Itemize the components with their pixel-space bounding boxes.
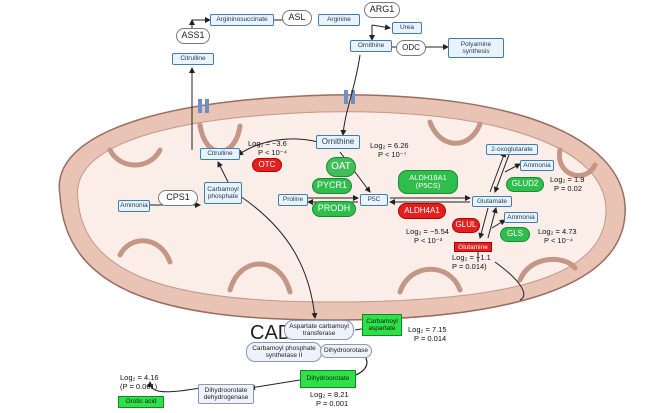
ammonia-right-bottom-node: Ammonia xyxy=(504,212,538,223)
transporter-right-2 xyxy=(351,90,355,104)
orotic-p: (P = 0.001) xyxy=(120,382,158,391)
transporter-left xyxy=(198,99,202,113)
ammonia-left-node: Ammonia xyxy=(118,200,150,212)
carbamoyl-phosphate-synthetase-ii: Carbamoyl phosphate synthetase II xyxy=(246,342,322,362)
oat-log2: Log₂ = 6.26 xyxy=(370,141,409,150)
gls-log2: Log₂ = 4.73 xyxy=(538,227,577,236)
otc-enzyme: OTC xyxy=(252,158,282,172)
dihydroorotate-node: Dihydroorotate xyxy=(300,370,356,388)
aldh4a1-enzyme: ALDH4A1 xyxy=(398,203,446,219)
ornithine-cytosol-node: Ornithine xyxy=(350,40,392,52)
odc-enzyme: ODC xyxy=(396,40,426,56)
asl-enzyme: ASL xyxy=(282,10,312,26)
carbasp-log2: Log₂ = 7.15 xyxy=(408,325,447,334)
prodh-enzyme: PRODH xyxy=(312,201,356,217)
aldh18a1-enzyme: ALDH18A1 (P5CS) xyxy=(398,170,458,194)
aspartate-carbamoyl-transferase: Aspartate carbamoyl transferase xyxy=(284,320,354,340)
ass1-enzyme: ASS1 xyxy=(176,28,210,44)
glutamate-node: Glutamate xyxy=(472,196,512,207)
ammonia-right-top-node: Ammonia xyxy=(520,160,554,171)
glul-enzyme: GLUL xyxy=(452,218,480,233)
urea-node: Urea xyxy=(392,22,422,34)
oxoglutarate-node: 2-oxoglutarate xyxy=(486,144,538,155)
carbasp-p: P = 0.014 xyxy=(414,334,447,343)
dihydroorotase: Dihydroorotase xyxy=(320,344,372,358)
cps1-enzyme: CPS1 xyxy=(158,190,198,206)
argininosuccinate-node: Argininosuccinate xyxy=(210,14,274,26)
dihydro-log2: Log₂ = 8.21 xyxy=(310,390,349,399)
dihydro-p: P = 0.001 xyxy=(316,399,349,408)
carbamoyl-phosphate-node: Carbamoyl phosphate xyxy=(204,182,242,204)
otc-log2: Log₂ = −3.6 xyxy=(248,139,287,148)
orotic-log2: Log₂ = 4.16 xyxy=(120,373,159,382)
dhodh-node: Dihydroorotate dehydrogenase xyxy=(198,384,254,404)
glul-log2: Log₂ = −1.1 xyxy=(452,253,491,262)
glud2-log2: Log₂ = 1.9 xyxy=(550,175,585,184)
ornithine-mito-node: Ornithine xyxy=(316,135,360,149)
p5c-node: P5C xyxy=(360,194,388,206)
carbamoyl-aspartate-node: Carbamoyl aspartate xyxy=(362,314,402,336)
arg1-enzyme: ARG1 xyxy=(364,2,400,18)
oat-p: P < 10⁻⁷ xyxy=(378,150,407,159)
cad-label: CAD xyxy=(250,322,293,344)
glud2-enzyme: GLUD2 xyxy=(506,177,544,192)
orotic-acid-node: Orotic acid xyxy=(118,396,164,408)
proline-node: Proline xyxy=(278,194,308,206)
oat-enzyme: OAT xyxy=(326,157,356,177)
aldh4a1-p: P < 10⁻³ xyxy=(414,236,443,245)
glud2-p: P = 0.02 xyxy=(554,184,583,193)
pycr1-enzyme: PYCR1 xyxy=(312,178,352,194)
citrulline-cytosol-node: Citrulline xyxy=(172,53,214,65)
polyamine-synthesis-node: Polyamine synthesis xyxy=(448,38,504,58)
transporter-right xyxy=(344,90,348,104)
glutamine-node: Glutamine xyxy=(454,242,492,252)
citrulline-mito-node: Citrulline xyxy=(200,148,240,160)
aldh4a1-log2: Log₂ = −5.54 xyxy=(406,227,449,236)
arginine-node: Arginine xyxy=(318,14,360,26)
gls-enzyme: GLS xyxy=(500,227,530,242)
gls-p: P < 10⁻⁴ xyxy=(544,236,573,245)
otc-p: P < 10⁻⁴ xyxy=(258,148,287,157)
glul-p: P = 0.014) xyxy=(452,262,487,271)
transporter-left-2 xyxy=(205,99,209,113)
